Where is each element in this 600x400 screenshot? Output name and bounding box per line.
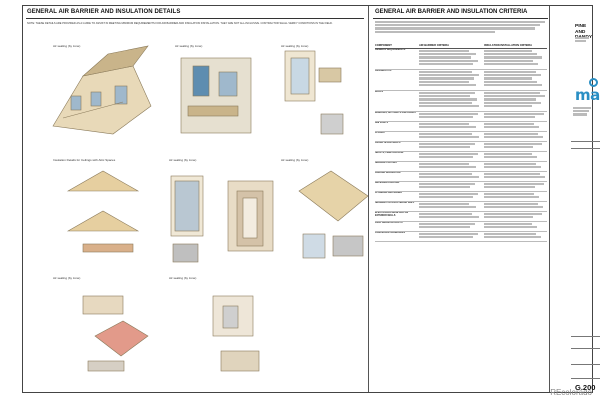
air-barrier-cell [419, 232, 484, 241]
panel-label: Air sealing (by zone) [281, 44, 309, 48]
table-header: COMPONENT AIR BARRIER CRITERIA INSULATIO… [375, 44, 547, 49]
titleblock-rule [571, 141, 600, 142]
logo-ring-icon [589, 78, 598, 87]
air-barrier-cell [419, 112, 484, 121]
table-row: NARROW CAVITIES [375, 162, 547, 172]
insulation-cell [484, 132, 546, 141]
air-barrier-cell [419, 212, 484, 221]
insulation-cell [484, 152, 546, 161]
component-cell: RECESSED LIGHTING [375, 182, 400, 184]
air-barrier-cell [419, 142, 484, 151]
table-row: WINDOWS, SKYLIGHTS AND DOORS [375, 112, 547, 122]
air-barrier-cell [419, 49, 484, 69]
titleblock-divider [549, 6, 550, 392]
air-barrier-cell [419, 162, 484, 171]
titleblock-rule [571, 148, 600, 149]
component-cell: NARROW CAVITIES [375, 162, 397, 164]
table-row: SHAFTS, PENETRATIONS [375, 152, 547, 162]
insulation-cell [484, 112, 546, 121]
firm-address [573, 106, 591, 117]
panel-label: Air sealing (by zone) [53, 276, 81, 280]
sheet-number: G.200 [575, 383, 596, 392]
component-cell: WALLS [375, 91, 384, 93]
criteria-table: COMPONENT AIR BARRIER CRITERIA INSULATIO… [375, 44, 547, 242]
table-row: RIM JOISTS [375, 122, 547, 132]
general-note: NOTE: THESE DETAILS ARE PROVIDED AS A GU… [27, 22, 333, 25]
component-cell: CRAWL SPACE WALLS [375, 142, 401, 144]
component-cell: ELECTRICAL/PHONE BOX ON EXTERIOR WALLS [375, 212, 409, 217]
component-cell: CONCEALED SPRINKLERS [375, 232, 405, 234]
component-cell: HVAC REGISTER BOOTS [375, 222, 403, 224]
component-cell: PLUMBING AND WIRING [375, 192, 402, 194]
insulation-cell [484, 49, 546, 69]
panel-label: Air sealing (by zone) [169, 276, 197, 280]
table-row: CRAWL SPACE WALLS [375, 142, 547, 152]
air-barrier-cell [419, 182, 484, 191]
titleblock-rule [571, 348, 600, 349]
details-title: GENERAL AIR BARRIER AND INSULATION DETAI… [27, 9, 181, 15]
insulation-cell [484, 172, 546, 181]
title-rule [373, 18, 548, 19]
table-row: CEILING/ATTIC [375, 70, 547, 91]
component-cell: SHAFTS, PENETRATIONS [375, 152, 404, 154]
insulation-cell [484, 162, 546, 171]
insulation-cell [484, 212, 546, 221]
component-cell: SHOWER/TUB ON EXTERIOR WALL [375, 202, 415, 204]
insulation-cell [484, 192, 546, 201]
component-cell: RIM JOISTS [375, 122, 389, 124]
insulation-cell [484, 142, 546, 151]
drawing-sheet: GENERAL AIR BARRIER AND INSULATION DETAI… [22, 5, 600, 393]
panel-label: Air sealing (by zone) [53, 44, 81, 48]
air-barrier-cell [419, 202, 484, 211]
insulation-cell [484, 222, 546, 231]
table-row: GENERAL REQUIREMENTS [375, 49, 547, 70]
titleblock-rule [571, 336, 600, 337]
air-barrier-cell [419, 192, 484, 201]
air-barrier-cell [419, 122, 484, 131]
panel-label: Air sealing (by zone) [169, 158, 197, 162]
air-barrier-cell [419, 222, 484, 231]
component-cell: FLOORS [375, 132, 385, 134]
insulation-cell [484, 70, 546, 90]
table-row: HVAC REGISTER BOOTS [375, 222, 547, 232]
insulation-cell [484, 91, 546, 111]
table-row: WALLS [375, 91, 547, 112]
firm-logo: mad [575, 86, 600, 104]
component-cell: GARAGE SEPARATION [375, 172, 401, 174]
insulation-cell [484, 182, 546, 191]
table-row: CONCEALED SPRINKLERS [375, 232, 547, 242]
air-barrier-cell [419, 152, 484, 161]
panel-label: Air sealing (by zone) [281, 158, 309, 162]
title-block: PINE AND DANDY [549, 6, 593, 392]
air-barrier-cell [419, 132, 484, 141]
insulation-cell [484, 232, 546, 241]
insulation-cell [484, 122, 546, 131]
titleblock-rule [571, 378, 600, 379]
watermark: REcolorado [550, 388, 592, 397]
table-row: SHOWER/TUB ON EXTERIOR WALL [375, 202, 547, 212]
column-divider [368, 6, 369, 392]
table-row: GARAGE SEPARATION [375, 172, 547, 182]
air-barrier-cell [419, 91, 484, 111]
air-barrier-cell [419, 70, 484, 90]
component-cell: GENERAL REQUIREMENTS [375, 49, 406, 51]
table-row: ELECTRICAL/PHONE BOX ON EXTERIOR WALLS [375, 212, 547, 222]
air-barrier-cell [419, 172, 484, 181]
table-row: RECESSED LIGHTING [375, 182, 547, 192]
component-cell: WINDOWS, SKYLIGHTS AND DOORS [375, 112, 416, 114]
panel-label: Air sealing (by zone) [175, 44, 203, 48]
table-row: PLUMBING AND WIRING [375, 192, 547, 202]
criteria-intro [375, 20, 547, 34]
component-cell: CEILING/ATTIC [375, 70, 392, 72]
title-rule [26, 18, 364, 19]
panel-label: Insulation Details for Ceilings with Att… [53, 158, 116, 162]
table-row: FLOORS [375, 132, 547, 142]
criteria-title: GENERAL AIR BARRIER AND INSULATION CRITE… [375, 9, 528, 15]
details-illustrations [52, 45, 368, 372]
insulation-cell [484, 202, 546, 211]
titleblock-rule [571, 364, 600, 365]
